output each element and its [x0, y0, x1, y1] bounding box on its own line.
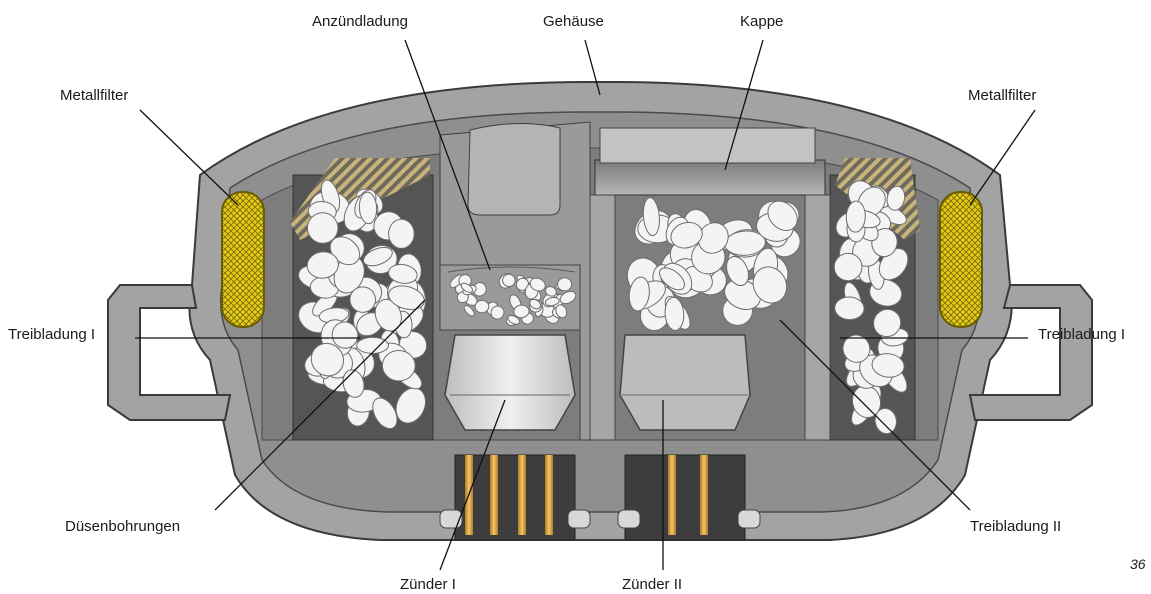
pellet — [388, 263, 418, 284]
propellant-pellets — [298, 179, 909, 435]
pellet — [697, 222, 729, 254]
pellet — [490, 305, 505, 320]
label-metallfilter-right: Metallfilter — [968, 87, 1037, 104]
metal-filters — [221, 191, 983, 328]
pellet — [507, 315, 521, 325]
pellet — [463, 305, 475, 317]
pellet — [842, 334, 871, 363]
pellet — [529, 298, 541, 310]
label-zuender-2: Zünder II — [622, 576, 683, 593]
pellet — [664, 296, 685, 331]
pellet — [331, 321, 359, 349]
label-gehaeuse: Gehäuse — [543, 13, 604, 30]
pellet — [310, 342, 344, 377]
pellet — [752, 266, 788, 304]
pellet — [871, 353, 905, 378]
pellet — [767, 200, 798, 231]
pellet — [544, 297, 560, 307]
pellet — [529, 277, 546, 292]
pellet — [363, 246, 393, 267]
pellet — [513, 304, 530, 319]
pellet — [474, 299, 490, 314]
pellet — [874, 407, 897, 435]
pellet — [833, 252, 863, 282]
label-duesenbohrungen: Düsenbohrungen — [65, 518, 181, 535]
pellet — [555, 304, 568, 319]
label-zuender-1: Zünder I — [400, 576, 456, 593]
igniters — [444, 334, 751, 431]
pellet — [358, 191, 378, 225]
pellet — [559, 290, 577, 305]
pellet — [356, 336, 390, 354]
pellet — [349, 286, 376, 313]
label-treibladung-2: Treibladung II — [970, 518, 1062, 535]
pellet — [845, 200, 866, 233]
pellet — [726, 255, 749, 287]
pellet — [544, 286, 557, 297]
pellet — [388, 285, 425, 311]
figure-number: 36 — [1130, 556, 1146, 572]
pellet — [886, 185, 906, 211]
pellet — [557, 277, 573, 292]
label-treibladung-1-left: Treibladung I — [8, 326, 95, 343]
pellet — [670, 221, 703, 249]
label-kappe: Kappe — [740, 13, 784, 30]
pellet — [872, 308, 902, 338]
pellet — [834, 296, 865, 321]
pellet — [502, 273, 516, 288]
pellet — [306, 251, 339, 279]
pellet — [724, 279, 761, 310]
pellet — [381, 349, 416, 382]
leader-lines — [135, 39, 1036, 571]
pellet — [460, 282, 474, 293]
pellet — [642, 197, 660, 237]
pellet — [372, 397, 398, 430]
label-metallfilter-left: Metallfilter — [60, 87, 129, 104]
pellet — [628, 276, 650, 312]
pellet — [388, 218, 415, 249]
pellet — [659, 267, 685, 291]
label-treibladung-1-right: Treibladung I — [1038, 326, 1125, 343]
label-anzuendladung: Anzündladung — [312, 13, 408, 30]
